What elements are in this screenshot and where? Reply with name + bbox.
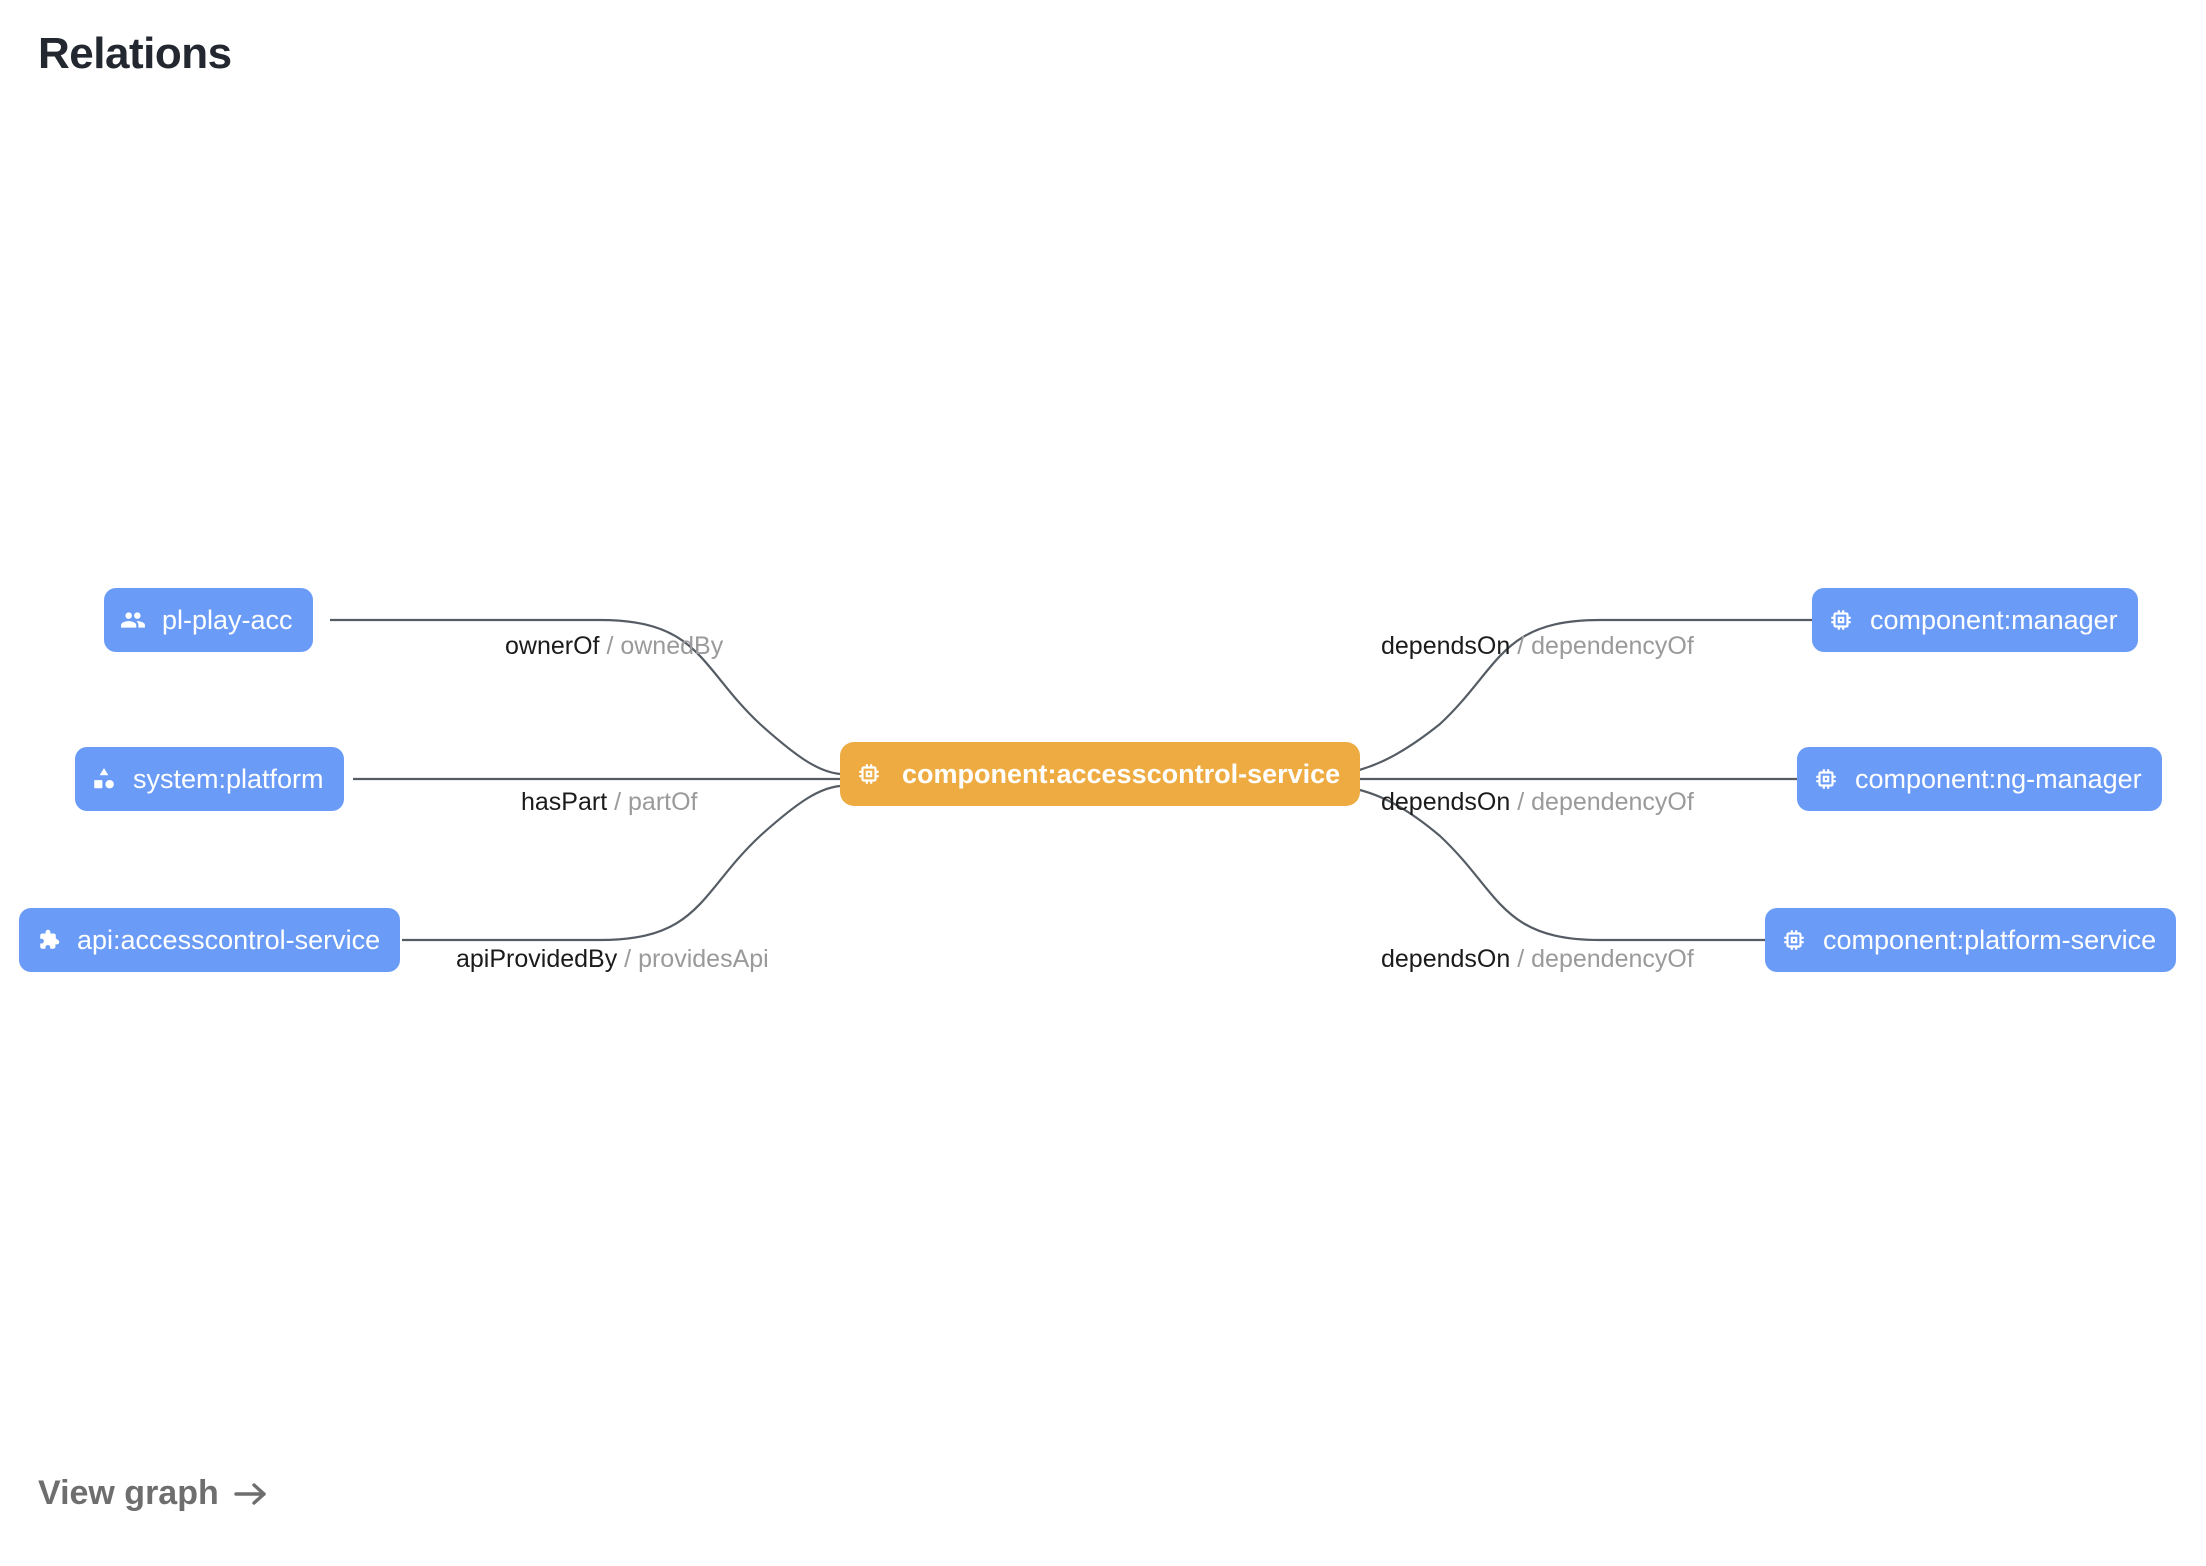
edge-label-dependson-ng-manager: dependsOn / dependencyOf	[1381, 790, 1694, 815]
node-label: component:platform-service	[1823, 924, 2157, 955]
relation-separator: /	[614, 788, 622, 816]
relation-forward: dependsOn	[1381, 945, 1511, 973]
category-shapes-icon	[91, 766, 117, 792]
relation-reverse: dependencyOf	[1531, 788, 1694, 816]
relation-separator: /	[1517, 632, 1525, 660]
relation-reverse: partOf	[628, 788, 698, 816]
node-label: component:accesscontrol-service	[902, 758, 1341, 789]
node-component-accesscontrol-service[interactable]: component:accesscontrol-service	[840, 742, 1361, 806]
node-label: component:ng-manager	[1855, 763, 2142, 794]
arrow-right-icon	[233, 1479, 269, 1509]
view-graph-label: View graph	[38, 1474, 219, 1512]
edge-label-dependson-platform-service: dependsOn / dependencyOf	[1381, 947, 1694, 972]
node-api-accesscontrol-service[interactable]: api:accesscontrol-service	[19, 908, 401, 972]
edge-label-haspart: hasPart / partOf	[521, 790, 698, 815]
memory-chip-icon	[1781, 927, 1807, 953]
node-system-platform[interactable]: system:platform	[75, 747, 344, 811]
puzzle-piece-icon	[35, 927, 61, 953]
node-label: component:manager	[1870, 604, 2118, 635]
memory-chip-icon	[1828, 607, 1854, 633]
relation-forward: apiProvidedBy	[456, 945, 618, 973]
relation-separator: /	[606, 632, 614, 660]
relation-forward: hasPart	[521, 788, 608, 816]
node-label: pl-play-acc	[162, 604, 293, 635]
relation-reverse: dependencyOf	[1531, 632, 1694, 660]
relation-forward: ownerOf	[505, 632, 600, 660]
edge-label-apiprovidedby: apiProvidedBy / providesApi	[456, 947, 769, 972]
relation-forward: dependsOn	[1381, 632, 1511, 660]
relation-reverse: ownedBy	[620, 632, 724, 660]
node-label: api:accesscontrol-service	[77, 924, 381, 955]
relation-separator: /	[1517, 945, 1525, 973]
group-people-icon	[120, 607, 146, 633]
edge-label-ownerof: ownerOf / ownedBy	[505, 634, 723, 659]
memory-chip-icon	[1813, 766, 1839, 792]
node-label: system:platform	[133, 763, 324, 794]
page-title: Relations	[38, 29, 232, 78]
node-component-platform-service[interactable]: component:platform-service	[1765, 908, 2177, 972]
view-graph-link[interactable]: View graph	[38, 1474, 269, 1513]
node-component-manager[interactable]: component:manager	[1812, 588, 2138, 652]
memory-chip-icon	[856, 761, 882, 787]
node-component-ng-manager[interactable]: component:ng-manager	[1797, 747, 2162, 811]
relation-reverse: providesApi	[638, 945, 769, 973]
edge-label-dependson-manager: dependsOn / dependencyOf	[1381, 634, 1694, 659]
relation-reverse: dependencyOf	[1531, 945, 1694, 973]
node-pl-play-acc[interactable]: pl-play-acc	[104, 588, 313, 652]
relation-separator: /	[1517, 788, 1525, 816]
relation-forward: dependsOn	[1381, 788, 1511, 816]
relation-separator: /	[624, 945, 632, 973]
